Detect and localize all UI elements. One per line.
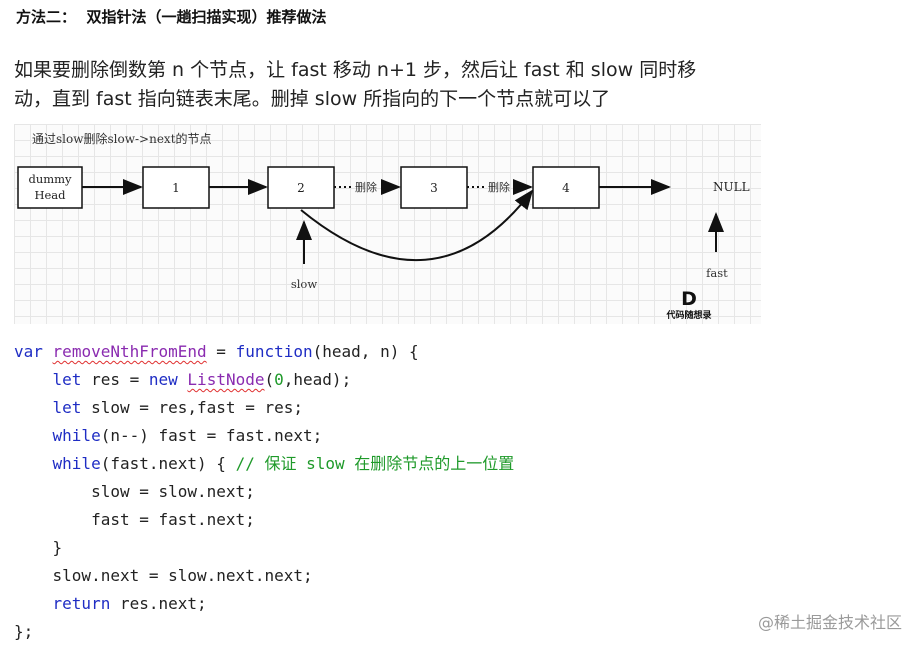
node-1	[142, 166, 210, 209]
code-block: var removeNthFromEnd = function(head, n)…	[14, 338, 774, 646]
code-line-6: slow = slow.next;	[14, 482, 255, 501]
node-3-label: 3	[430, 181, 438, 195]
node-2	[267, 166, 335, 209]
section-heading: 方法二： 双指针法（一趟扫描实现）推荐做法	[16, 8, 327, 26]
code-line-9: slow.next = slow.next.next;	[14, 566, 313, 585]
delete-label-1: 删除	[355, 180, 377, 194]
node-4-label: 4	[562, 181, 570, 195]
code-line-10: return res.next;	[52, 594, 207, 613]
dummy-head-node	[17, 166, 83, 209]
paragraph-line-2: 动，直到 fast 指向链表末尾。删掉 slow 所指向的下一个节点就可以了	[14, 88, 611, 110]
slow-label: slow	[291, 277, 318, 291]
paragraph-line-1: 如果要删除倒数第 n 个节点，让 fast 移动 n+1 步，然后让 fast …	[14, 59, 697, 81]
node-2-label: 2	[297, 181, 305, 195]
diagram-caption: 通过slow删除slow->next的节点	[32, 131, 212, 146]
node-1-label: 1	[172, 181, 180, 195]
diagram-canvas: 通过slow删除slow->next的节点 dummy Head 1 2 3 4…	[17, 131, 750, 321]
node-4	[532, 166, 600, 209]
code-line-4: while(n--) fast = fast.next;	[52, 426, 323, 445]
head-label: Head	[34, 188, 66, 202]
delete-label-2: 删除	[488, 180, 510, 194]
skip-arrow-2-to-4	[300, 189, 534, 262]
code-line-1: var removeNthFromEnd = function(head, n)…	[14, 342, 419, 361]
code-comment: // 保证 slow 在删除节点的上一位置	[235, 454, 515, 473]
logo-text: 代码随想录	[665, 309, 711, 321]
watermark: @稀土掘金技术社区	[757, 613, 902, 632]
linked-list-diagram: 通过slow删除slow->next的节点 dummy Head 1 2 3 4…	[14, 124, 761, 324]
code-line-7: fast = fast.next;	[14, 510, 255, 529]
code-line-3: let slow = res,fast = res;	[52, 398, 303, 417]
code-line-5: while(fast.next) { // 保证 slow 在删除节点的上一位置	[52, 454, 515, 473]
dummy-label: dummy	[28, 172, 72, 186]
null-label: NULL	[713, 180, 750, 194]
fast-label: fast	[706, 266, 728, 280]
code-line-11: };	[14, 622, 34, 641]
description-paragraph: 如果要删除倒数第 n 个节点，让 fast 移动 n+1 步，然后让 fast …	[14, 56, 894, 114]
code-line-2: let res = new ListNode(0,head);	[52, 370, 352, 389]
code-line-8: }	[14, 538, 63, 557]
logo-icon: D	[681, 288, 697, 310]
